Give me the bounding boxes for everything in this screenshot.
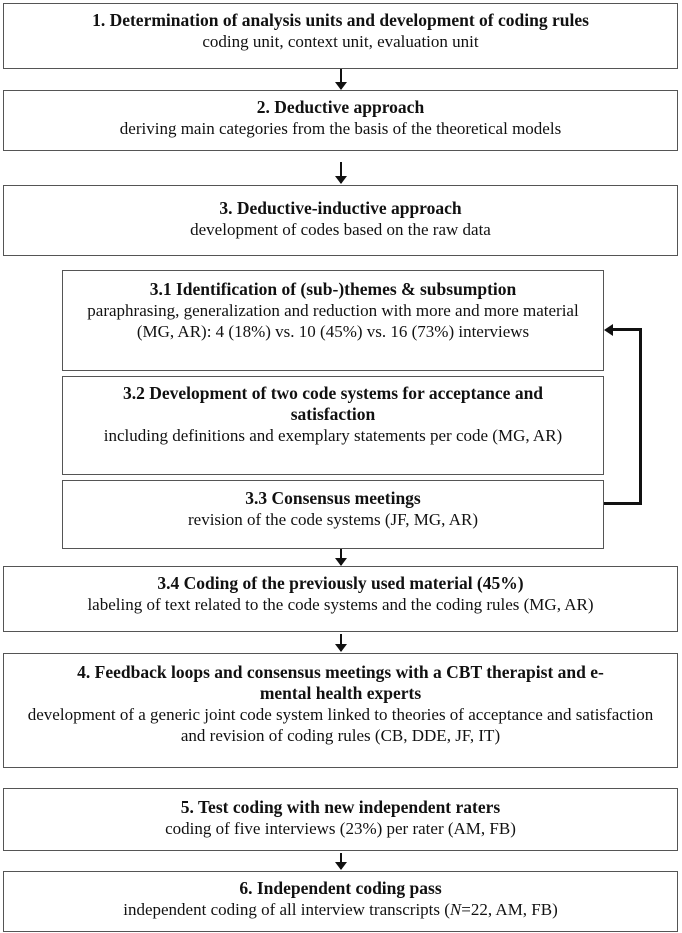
step-3-3-title: 3.3 Consensus meetings bbox=[245, 488, 421, 508]
step-3-4-title: 3.4 Coding of the previously used materi… bbox=[157, 573, 524, 593]
step-3-3-box: 3.3 Consensus meetings revision of the c… bbox=[62, 480, 604, 549]
step-2-title: 2. Deductive approach bbox=[256, 97, 425, 117]
arrow-3-4-to-4 bbox=[335, 634, 347, 652]
arrow-3-3-to-3-4 bbox=[335, 549, 347, 566]
step-3-1-title: 3.1 Identification of (sub-)themes & sub… bbox=[149, 279, 517, 299]
step-2-box: 2. Deductive approach deriving main cate… bbox=[3, 90, 678, 151]
step-3-1-box: 3.1 Identification of (sub-)themes & sub… bbox=[62, 270, 604, 371]
step-3-1-description: paraphrasing, generalization and reducti… bbox=[87, 301, 579, 341]
step-6-description: independent coding of all interview tran… bbox=[101, 899, 580, 920]
step-6-title: 6. Independent coding pass bbox=[239, 878, 442, 898]
feedback-loop-arrowhead bbox=[604, 323, 613, 336]
step-6-description-suffix: =22, AM, FB) bbox=[461, 900, 558, 919]
step-2-description: deriving main categories from the basis … bbox=[119, 119, 562, 138]
feedback-loop-vertical bbox=[639, 328, 642, 505]
step-4-title: 4. Feedback loops and consensus meetings… bbox=[77, 662, 604, 703]
step-3-4-description: labeling of text related to the code sys… bbox=[87, 595, 594, 614]
step-1-description: coding unit, context unit, evaluation un… bbox=[202, 32, 479, 51]
step-3-description: development of codes based on the raw da… bbox=[190, 220, 491, 239]
step-3-2-title: 3.2 Development of two code systems for … bbox=[122, 383, 544, 424]
step-4-description: development of a generic joint code syst… bbox=[27, 705, 654, 745]
step-5-title: 5. Test coding with new independent rate… bbox=[180, 797, 501, 817]
arrow-1-to-2 bbox=[335, 69, 347, 90]
step-3-4-box: 3.4 Coding of the previously used materi… bbox=[3, 566, 678, 632]
step-3-title: 3. Deductive-inductive approach bbox=[219, 198, 462, 218]
step-1-box: 1. Determination of analysis units and d… bbox=[3, 3, 678, 69]
step-3-3-description: revision of the code systems (JF, MG, AR… bbox=[188, 510, 478, 529]
step-1-title: 1. Determination of analysis units and d… bbox=[92, 10, 589, 30]
step-6-description-prefix: independent coding of all interview tran… bbox=[123, 900, 450, 919]
step-5-description: coding of five interviews (23%) per rate… bbox=[165, 819, 516, 838]
step-3-2-box: 3.2 Development of two code systems for … bbox=[62, 376, 604, 475]
step-3-box: 3. Deductive-inductive approach developm… bbox=[3, 185, 678, 256]
step-6-description-n: N bbox=[449, 900, 462, 919]
arrow-5-to-6 bbox=[335, 853, 347, 870]
step-5-box: 5. Test coding with new independent rate… bbox=[3, 788, 678, 851]
feedback-loop-top bbox=[612, 328, 642, 331]
arrow-2-to-3 bbox=[335, 162, 347, 184]
feedback-loop-bottom bbox=[604, 502, 642, 505]
step-3-2-description: including definitions and exemplary stat… bbox=[103, 426, 563, 445]
step-6-box: 6. Independent coding pass independent c… bbox=[3, 871, 678, 932]
step-4-box: 4. Feedback loops and consensus meetings… bbox=[3, 653, 678, 768]
